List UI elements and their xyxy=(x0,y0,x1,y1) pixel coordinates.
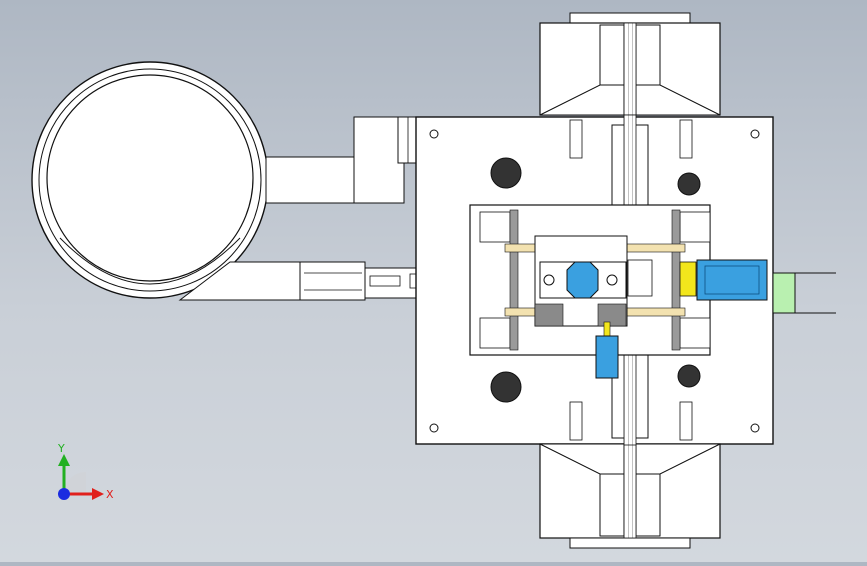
cross-slide-assembly xyxy=(469,204,711,356)
z-axis-dot xyxy=(58,488,70,500)
x-axis-arrowhead xyxy=(92,488,104,500)
bowl-support-arm xyxy=(265,116,417,204)
bottom-chute xyxy=(539,443,721,549)
triad-plane-shading xyxy=(64,472,86,494)
bowl-feeder xyxy=(31,61,269,299)
axis-triad-graphic: Y X xyxy=(57,442,114,501)
lower-actuator xyxy=(595,321,619,379)
right-ejector xyxy=(696,259,836,314)
x-axis-label: X xyxy=(106,488,114,501)
coordinate-triad[interactable]: Y X xyxy=(44,438,124,514)
y-axis-label: Y xyxy=(57,442,65,455)
top-chute xyxy=(539,12,721,116)
y-axis-arrowhead xyxy=(58,454,70,466)
